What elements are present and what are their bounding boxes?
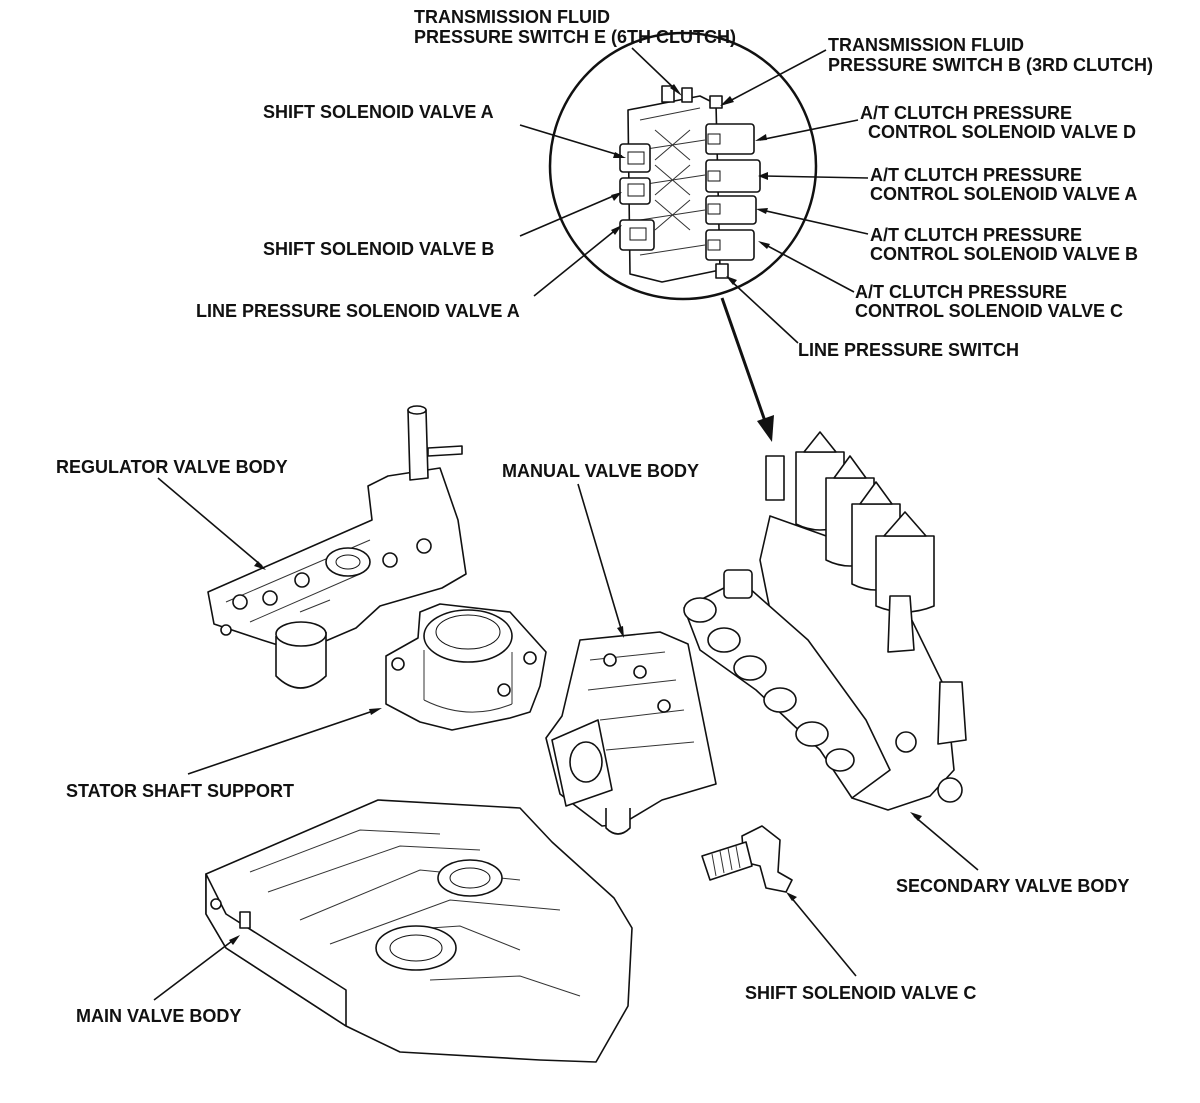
label-pressure-switch-e: TRANSMISSION FLUID PRESSURE SWITCH E (6T… bbox=[414, 7, 736, 47]
label-manual-valve-body: MANUAL VALVE BODY bbox=[502, 461, 699, 481]
manual-valve-body-drawing bbox=[545, 631, 717, 835]
label-line-pressure-switch: LINE PRESSURE SWITCH bbox=[798, 340, 1019, 360]
regulator-valve-body-drawing bbox=[207, 405, 467, 689]
labels: TRANSMISSION FLUID PRESSURE SWITCH E (6T… bbox=[56, 7, 1153, 1026]
shift-solenoid-valve-c-drawing bbox=[701, 825, 793, 893]
label-clutch-solenoid-a: A/T CLUTCH PRESSURE CONTROL SOLENOID VAL… bbox=[870, 165, 1137, 204]
stator-shaft-support-drawing bbox=[385, 603, 547, 731]
detail-pointer-arrow bbox=[720, 297, 774, 442]
detail-view-circle bbox=[548, 31, 818, 301]
label-pressure-switch-b: TRANSMISSION FLUID PRESSURE SWITCH B (3R… bbox=[828, 35, 1153, 75]
secondary-valve-body-drawing bbox=[683, 431, 967, 811]
label-line-pressure-solenoid-a: LINE PRESSURE SOLENOID VALVE A bbox=[196, 301, 520, 321]
label-regulator-valve-body: REGULATOR VALVE BODY bbox=[56, 457, 288, 477]
label-clutch-solenoid-d: A/T CLUTCH PRESSURE CONTROL SOLENOID VAL… bbox=[860, 103, 1136, 142]
label-secondary-valve-body: SECONDARY VALVE BODY bbox=[896, 876, 1129, 896]
leader-lines bbox=[153, 47, 979, 1001]
main-valve-body-drawing bbox=[205, 799, 633, 1063]
label-stator-shaft-support: STATOR SHAFT SUPPORT bbox=[66, 781, 294, 801]
label-shift-solenoid-c: SHIFT SOLENOID VALVE C bbox=[745, 983, 976, 1003]
label-shift-solenoid-a: SHIFT SOLENOID VALVE A bbox=[263, 102, 494, 122]
label-main-valve-body: MAIN VALVE BODY bbox=[76, 1006, 241, 1026]
label-clutch-solenoid-b: A/T CLUTCH PRESSURE CONTROL SOLENOID VAL… bbox=[870, 225, 1138, 264]
label-clutch-solenoid-c: A/T CLUTCH PRESSURE CONTROL SOLENOID VAL… bbox=[855, 282, 1123, 321]
label-shift-solenoid-b: SHIFT SOLENOID VALVE B bbox=[263, 239, 494, 259]
